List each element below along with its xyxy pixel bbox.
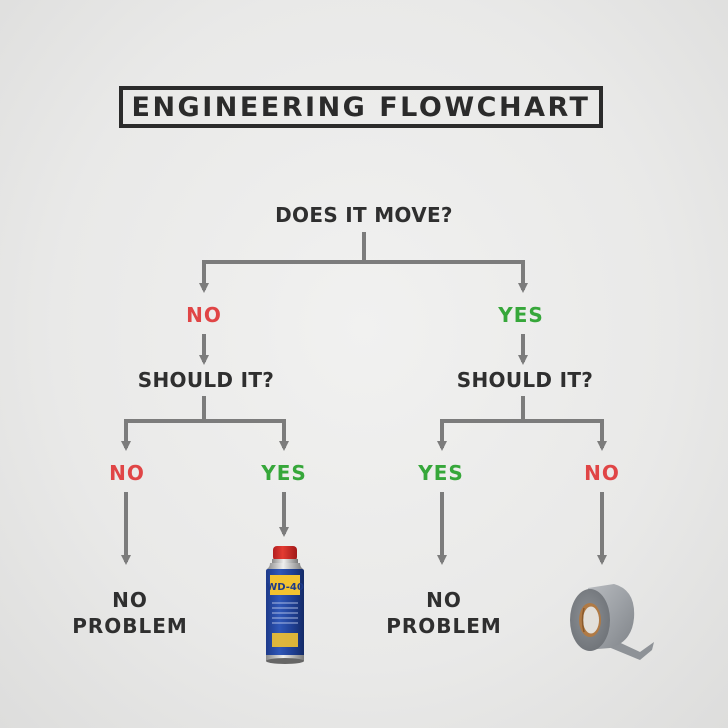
wd40-can-label-text: WD-40 (266, 582, 304, 593)
result-no-problem-left: NO PROBLEM (72, 587, 188, 639)
answer-yes-left: YES (261, 461, 307, 485)
left-question-connector (124, 396, 286, 423)
answer-no-top: NO (186, 303, 222, 327)
chart-title: ENGINEERING FLOWCHART (131, 91, 591, 123)
answer-no-right: NO (584, 461, 620, 485)
left-question: SHOULD IT? (137, 368, 275, 392)
result-no-problem-right: NO PROBLEM (386, 587, 502, 639)
title-box: ENGINEERING FLOWCHART (119, 86, 603, 128)
root-connector (202, 232, 525, 264)
wd40-can-icon: WD-40 (266, 546, 304, 664)
duct-tape-icon (570, 584, 654, 660)
result-line1: NO (112, 588, 148, 612)
right-question: SHOULD IT? (456, 368, 594, 392)
answer-yes-right: YES (418, 461, 464, 485)
root-question: DOES IT MOVE? (275, 203, 453, 227)
right-question-connector (440, 396, 604, 423)
result-line2: PROBLEM (386, 614, 502, 638)
result-line2: PROBLEM (72, 614, 188, 638)
result-line1: NO (426, 588, 462, 612)
answer-yes-top: YES (498, 303, 544, 327)
answer-no-left: NO (109, 461, 145, 485)
